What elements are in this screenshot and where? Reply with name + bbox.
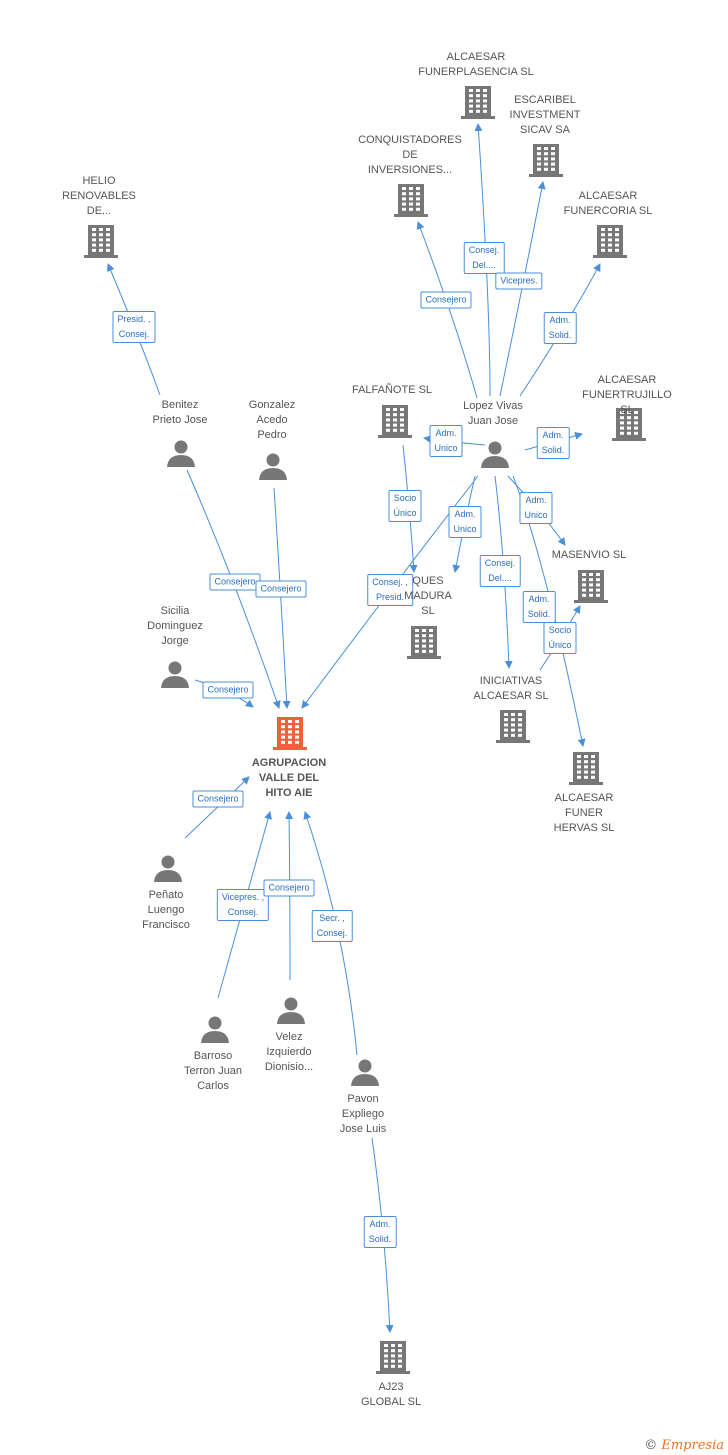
edge-label[interactable]: Consejero: [263, 879, 315, 897]
company-icon[interactable]: [569, 752, 603, 785]
company-icon[interactable]: [407, 626, 441, 659]
edge-label[interactable]: Consej. , Presid.: [367, 574, 413, 606]
company-name[interactable]: AJ23 GLOBAL SL: [360, 1381, 422, 1408]
edge-label[interactable]: Consej. Del....: [479, 555, 521, 587]
edge-label[interactable]: Vicepres. , Consej.: [216, 889, 270, 921]
company-icon[interactable]: [394, 184, 428, 217]
main-company-icon[interactable]: [273, 717, 307, 750]
brand-first-letter: E: [661, 1438, 671, 1453]
edge-label[interactable]: Socio Único: [543, 622, 577, 654]
company-name[interactable]: ALCAESAR FUNERPLASENCIA SL: [418, 51, 534, 78]
edge-label[interactable]: Vicepres.: [495, 272, 543, 290]
edge-label[interactable]: Consej. Del....: [463, 242, 505, 274]
person-name[interactable]: Pavon Expliego Jose Luis: [339, 1093, 387, 1135]
edge-label[interactable]: Socio Único: [388, 490, 422, 522]
company-name[interactable]: MASENVIO SL: [551, 549, 627, 561]
edge-label[interactable]: Secr. , Consej.: [311, 910, 353, 942]
person-icon[interactable]: [201, 1016, 229, 1044]
company-name[interactable]: INICIATIVAS ALCAESAR SL: [473, 675, 549, 702]
person-icon[interactable]: [167, 440, 195, 468]
company-icon[interactable]: [378, 405, 412, 438]
person-icon[interactable]: [481, 441, 509, 469]
edge-label[interactable]: Adm. Unico: [429, 425, 463, 457]
company-icon[interactable]: [461, 86, 495, 119]
company-icon[interactable]: [593, 225, 627, 258]
company-icon[interactable]: [529, 144, 563, 177]
edge-label[interactable]: Adm. Solid.: [522, 591, 556, 623]
person-name[interactable]: Peñato Luengo Francisco: [142, 889, 190, 931]
edge-label[interactable]: Consejero: [420, 291, 472, 309]
person-name[interactable]: Gonzalez Acedo Pedro: [248, 399, 296, 441]
edge-label[interactable]: Adm. Solid.: [543, 312, 577, 344]
company-icon[interactable]: [574, 570, 608, 603]
edge-label[interactable]: Consejero: [209, 573, 261, 591]
edge-label[interactable]: Adm. Solid.: [363, 1216, 397, 1248]
company-name[interactable]: ESCARIBEL INVESTMENT SICAV SA: [509, 94, 581, 136]
company-name[interactable]: ALCAESAR FUNER HERVAS SL: [553, 792, 615, 834]
person-name[interactable]: Benitez Prieto Jose: [152, 399, 208, 426]
edge-gonzalez-to-agrupacion: [273, 487, 291, 709]
person-icon[interactable]: [259, 453, 287, 481]
empresia-logo: © Empresia: [644, 1438, 724, 1453]
person-name[interactable]: Lopez Vivas Juan Jose: [463, 400, 523, 427]
company-name[interactable]: HELIO RENOVABLES DE...: [62, 175, 136, 217]
edge-lopez-to-alcaesar-funerplasencia: [474, 123, 491, 397]
person-icon[interactable]: [154, 855, 182, 883]
company-name[interactable]: ALCAESAR FUNERCORIA SL: [563, 190, 653, 217]
company-name[interactable]: CONQUISTADORES DE INVERSIONES...: [358, 134, 462, 176]
edge-lopez-to-conquistadores: [416, 221, 478, 399]
edge-label[interactable]: Consejero: [192, 790, 244, 808]
edge-penato-to-agrupacion: [184, 776, 250, 839]
copyright-symbol: ©: [644, 1438, 658, 1453]
company-icon[interactable]: [612, 408, 646, 441]
edge-label[interactable]: Consejero: [202, 681, 254, 699]
person-name[interactable]: Barroso Terron Juan Carlos: [183, 1050, 243, 1092]
person-icon[interactable]: [161, 661, 189, 689]
company-name[interactable]: AGRUPACION VALLE DEL HITO AIE: [251, 757, 327, 799]
person-name[interactable]: Velez Izquierdo Dionisio...: [264, 1031, 314, 1073]
company-name[interactable]: FALFAÑOTE SL: [351, 384, 433, 396]
company-icon[interactable]: [496, 710, 530, 743]
company-name[interactable]: ALCAESAR FUNERTRUJILLO SL: [582, 374, 672, 416]
edge-label[interactable]: Adm. Solid.: [536, 427, 570, 459]
person-icon[interactable]: [351, 1059, 379, 1087]
company-icon[interactable]: [376, 1341, 410, 1374]
edge-lopez-to-escaribel: [499, 181, 546, 397]
person-name[interactable]: Sicilia Dominguez Jorge: [147, 605, 203, 647]
edge-label[interactable]: Presid. , Consej.: [112, 311, 156, 343]
edge-label[interactable]: Adm. Unico: [519, 492, 553, 524]
person-icon[interactable]: [277, 997, 305, 1025]
edge-label[interactable]: Adm. Unico: [448, 506, 482, 538]
company-icon[interactable]: [84, 225, 118, 258]
company-name[interactable]: QUES MADURA SL: [404, 575, 452, 617]
edge-label[interactable]: Consejero: [255, 580, 307, 598]
brand-rest: mpresia: [670, 1438, 724, 1453]
